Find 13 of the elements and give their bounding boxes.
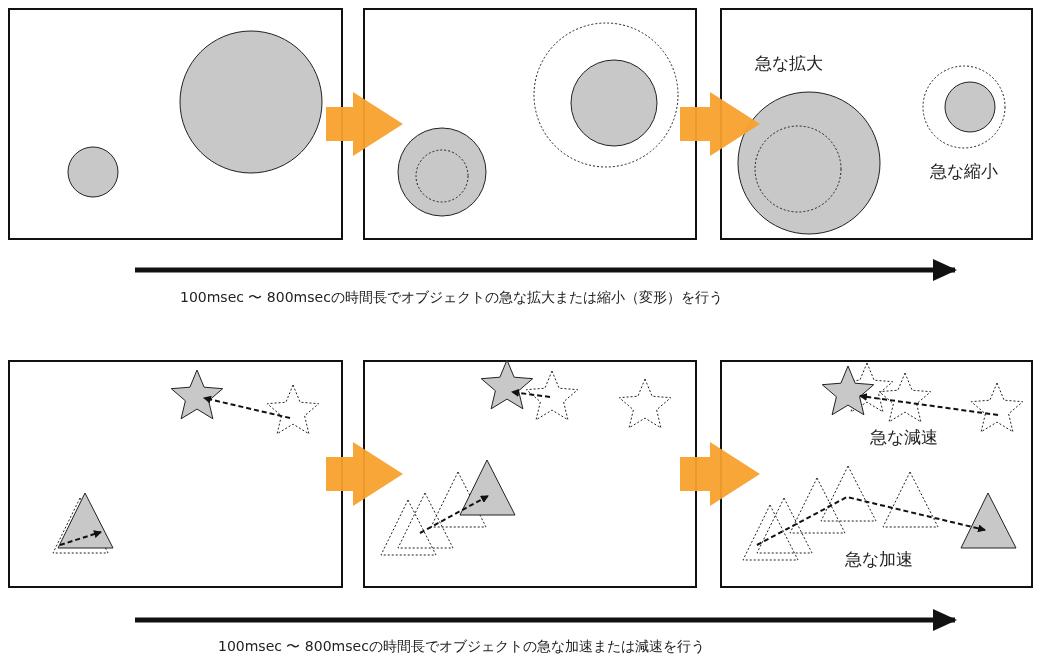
panel-frame (720, 360, 1033, 588)
panel-frame (8, 360, 343, 588)
annotation-label: 急な縮小 (930, 160, 998, 183)
caption-text: 100msec 〜 800msecの時間長でオブジェクトの急な拡大または縮小（変形）を行う (180, 289, 723, 307)
block-arrow (326, 442, 403, 506)
block-arrow (326, 92, 403, 156)
block-arrow (680, 442, 760, 506)
panel-frame (363, 360, 697, 588)
annotation-label: 急な減速 (870, 426, 938, 449)
caption-text: 100msec 〜 800msecの時間長でオブジェクトの急な加速または減速を行う (218, 638, 705, 656)
annotation-label: 急な拡大 (755, 52, 823, 75)
block-arrow (680, 92, 760, 156)
annotation-label: 急な加速 (845, 548, 913, 571)
